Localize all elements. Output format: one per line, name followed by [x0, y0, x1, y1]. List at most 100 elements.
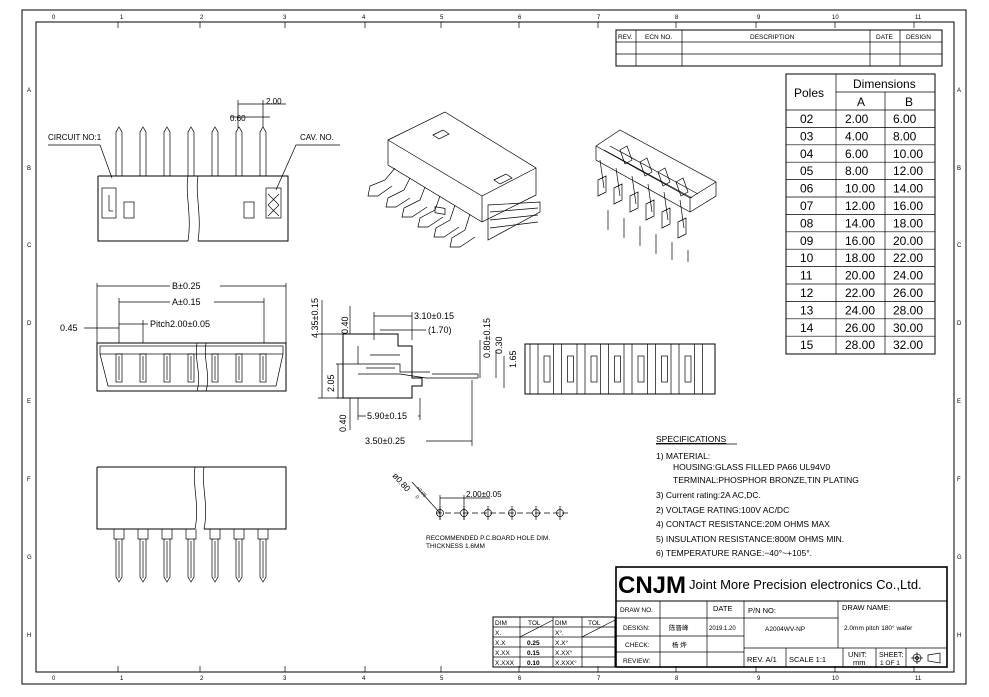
pin	[259, 353, 267, 383]
dim-2-05: 2.05	[326, 374, 336, 392]
dim-b-cell: 10.00	[893, 147, 923, 161]
slot-pin	[637, 355, 645, 383]
pin	[259, 539, 267, 583]
col-number: 5	[440, 676, 444, 682]
dim-b: B±0.25	[172, 281, 200, 291]
dim-b-cell: 26.00	[893, 286, 923, 300]
dim-a-cell: 20.00	[845, 269, 875, 283]
tol-cell: 0.10	[527, 660, 540, 667]
lower-front-view	[96, 466, 287, 583]
front-view: B±0.25 A±0.15 Pitch2.00±0.05 0.45	[60, 280, 287, 392]
isometric-view-1	[367, 111, 541, 248]
col-number: 3	[283, 15, 287, 21]
date-header: DATE	[876, 34, 894, 41]
dim-b-cell: 20.00	[893, 234, 923, 248]
tol-cell: X.X°	[555, 639, 568, 647]
check-label: CHECK:	[625, 642, 650, 649]
poles-cell: 15	[800, 338, 814, 352]
pin	[115, 539, 123, 583]
pin	[187, 539, 195, 583]
col-number: 10	[832, 676, 839, 682]
row-letter: C	[27, 243, 32, 249]
pcb-note-1: RECOMMENDED P.C.BOARD HOLE DIM.	[426, 535, 550, 542]
pn-value: A2004WV-NP	[765, 626, 805, 633]
col-b-header: B	[905, 95, 913, 109]
tol-cell: 0.25	[527, 640, 540, 647]
dim-b-cell: 14.00	[893, 182, 923, 196]
dim-0-40-bottom: 0.40	[338, 414, 348, 432]
poles-cell: 07	[800, 199, 814, 213]
spec-title: SPECIFICATIONS	[656, 434, 727, 444]
dim-b-cell: 30.00	[893, 321, 923, 335]
dim-4-35: 4.35±0.15	[310, 298, 320, 338]
hole-dim: ø0.80	[391, 471, 413, 494]
draw-name-value: 2.0mm pitch 180° wafer	[844, 624, 913, 632]
row-letter: B	[27, 166, 31, 172]
unit-value: mm	[853, 658, 866, 667]
poles-cell: 12	[800, 286, 814, 300]
col-number: 4	[362, 676, 366, 682]
dim-0-40-top: 0.40	[340, 316, 350, 334]
dim-a-cell: 8.00	[845, 164, 869, 178]
dim-a-cell: 10.00	[845, 182, 875, 196]
pin	[211, 126, 219, 176]
dim-a: A±0.15	[172, 297, 200, 307]
tol-cell: X.XX	[495, 650, 510, 657]
dim-5-90: 5.90±0.15	[367, 411, 407, 421]
col-number: 9	[757, 676, 761, 682]
col-number: 7	[597, 15, 601, 21]
dim-1-70: (1.70)	[428, 325, 452, 335]
dim-0-80: 0.80±0.15	[482, 318, 492, 358]
dim-a-cell: 18.00	[845, 251, 875, 265]
dim-a-cell: 2.00	[845, 112, 869, 126]
pin	[235, 126, 243, 176]
col-number: 2	[200, 676, 204, 682]
col-number: 0	[52, 676, 56, 682]
col-number: 7	[597, 676, 601, 682]
row-letter: A	[27, 88, 31, 94]
dim-3-50: 3.50±0.25	[365, 436, 405, 446]
poles-cell: 03	[800, 129, 814, 143]
tol-cell: X.XXX°	[555, 659, 577, 667]
dim-a-cell: 14.00	[845, 216, 875, 230]
top-view: CIRCUIT NO:1 CAV. NO. 2.00 0.60	[48, 97, 340, 242]
description-header: DESCRIPTION	[750, 34, 795, 41]
pin-shoulder	[113, 529, 125, 540]
pin-shoulder	[185, 529, 197, 540]
dimensions-header: Dimensions	[853, 77, 916, 91]
pcb-hole-layout: 2.00±0.05 ø0.80 +0.05 0 RECOMMENDED P.C.…	[391, 471, 570, 550]
dim-a-cell: 6.00	[845, 147, 869, 161]
col-number: 0	[52, 15, 56, 21]
dim-b-cell: 8.00	[893, 129, 917, 143]
row-letter: E	[957, 399, 961, 405]
inner-border	[35, 21, 955, 673]
pin	[163, 126, 171, 176]
spec-line: HOUSING:GLASS FILLED PA66 UL94V0	[673, 462, 830, 472]
pin	[115, 126, 123, 176]
draw-name-label: DRAW NAME:	[842, 603, 890, 612]
slot-pin	[567, 355, 574, 383]
sheet-label: SHEET:	[879, 652, 904, 659]
pin	[235, 353, 243, 383]
dim-pitch: Pitch2.00±0.05	[150, 319, 210, 329]
pin	[115, 353, 123, 383]
pin	[259, 126, 267, 176]
dim-b-cell: 16.00	[893, 199, 923, 213]
slot-pin	[543, 355, 551, 383]
slot-pin	[590, 355, 598, 383]
spec-line: 5) INSULATION RESISTANCE:800M OHMS MIN.	[656, 534, 844, 544]
row-letter: B	[957, 166, 961, 172]
scale-value: SCALE 1:1	[789, 655, 826, 664]
cav-label: CAV. NO.	[300, 133, 334, 142]
col-number: 5	[440, 15, 444, 21]
specifications: SPECIFICATIONS 1) MATERIAL: HOUSING:GLAS…	[656, 434, 859, 558]
dim-b-cell: 6.00	[893, 112, 917, 126]
poles-cell: 08	[800, 216, 814, 230]
tol-header: DIM	[495, 620, 507, 627]
pin	[163, 353, 171, 383]
dim-a-cell: 26.00	[845, 321, 875, 335]
col-number: 11	[915, 676, 922, 682]
tol-cell: 0.15	[527, 650, 540, 657]
tol-cell: X.XXX	[495, 660, 515, 667]
